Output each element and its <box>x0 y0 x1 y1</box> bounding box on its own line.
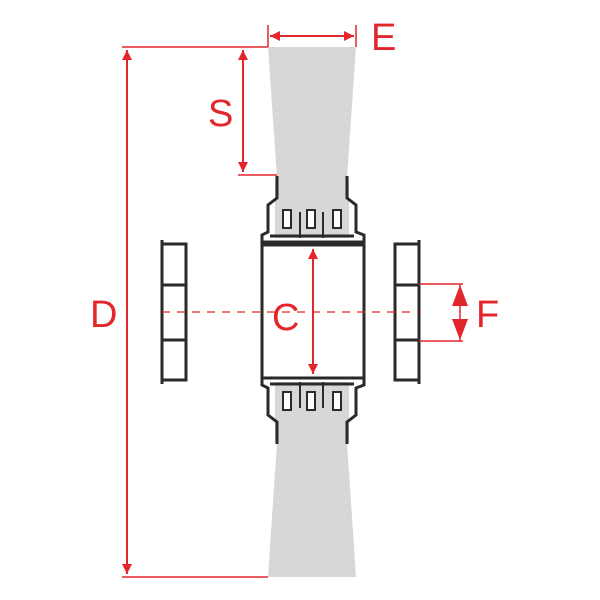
top-clip <box>260 176 366 244</box>
dimension-d-extension <box>122 46 268 578</box>
label-e: E <box>371 17 396 59</box>
dimension-f-arrow-top <box>452 285 468 306</box>
bottom-strip <box>268 442 356 577</box>
label-f: F <box>476 294 499 336</box>
label-d: D <box>90 294 117 336</box>
dimension-f-extension <box>419 283 463 342</box>
label-c: C <box>272 297 299 339</box>
bottom-clip <box>260 376 366 444</box>
label-s: S <box>208 93 233 135</box>
dimension-e-extension <box>267 25 357 47</box>
dimension-f-arrow-bottom <box>452 319 468 340</box>
top-strip <box>268 47 356 178</box>
